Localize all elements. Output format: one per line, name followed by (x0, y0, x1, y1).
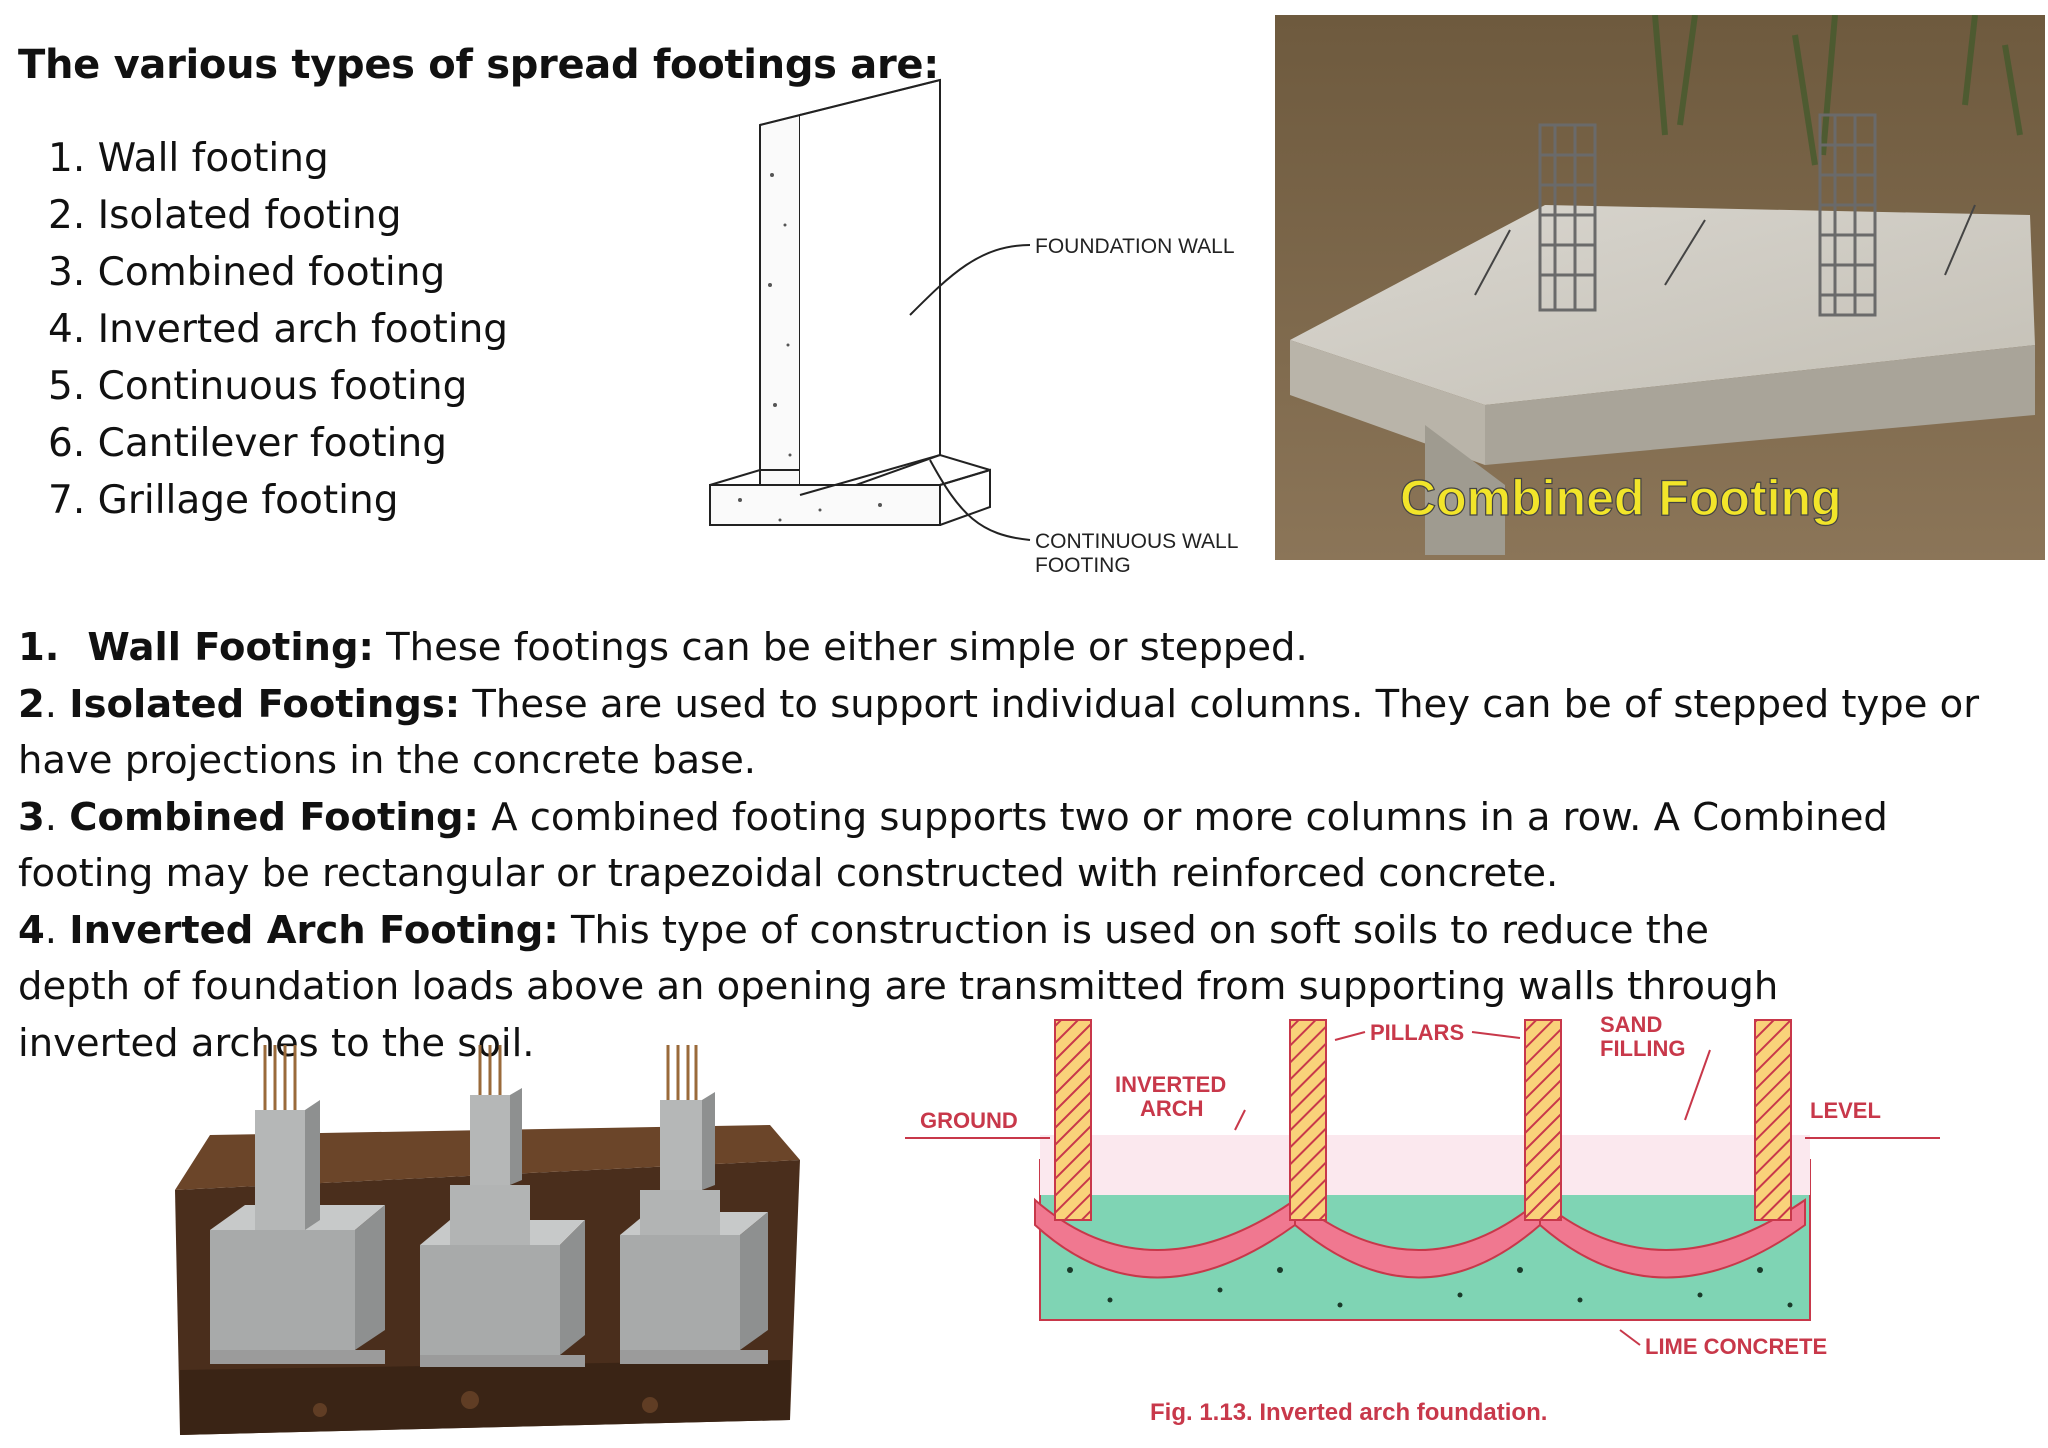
label-continuous-wall-footing: CONTINUOUS WALL (1035, 530, 1238, 553)
description-text: These are used to support individual col… (18, 681, 1980, 784)
figure-caption: Fig. 1.13. Inverted arch foundation. (1150, 1399, 1547, 1426)
label-inverted: INVERTED (1115, 1072, 1226, 1097)
footing-types-list: 1. Wall footing 2. Isolated footing 3. C… (48, 130, 508, 529)
label-footing: FOOTING (1035, 554, 1131, 577)
description-term: Inverted Arch Footing: (69, 907, 559, 953)
description-term: Combined Footing: (69, 794, 479, 840)
description-isolated-footing: 2. Isolated Footings: These are used to … (18, 681, 1980, 784)
list-item: 5. Continuous footing (48, 364, 468, 409)
label-filling: FILLING (1600, 1036, 1686, 1061)
label-level: LEVEL (1810, 1098, 1881, 1123)
description-text: A combined footing supports two or more … (18, 794, 1888, 897)
wall-footing-diagram: FOUNDATION WALL CONTINUOUS WALL FOOTING (709, 78, 1238, 577)
description-number: 2 (18, 681, 45, 727)
page-heading: The various types of spread footings are… (18, 42, 939, 88)
label-foundation-wall: FOUNDATION WALL (1035, 235, 1235, 258)
combined-footing-photo: Combined Footing (1275, 15, 2045, 560)
list-item: 7. Grillage footing (48, 478, 399, 523)
description-text: These footings can be either simple or s… (373, 625, 1308, 670)
description-number: 3 (18, 794, 45, 840)
descriptions: 1. Wall Footing: These footings can be ei… (18, 620, 2028, 1072)
inverted-arch-diagram: PILLARS SAND FILLING INVERTED ARCH GROUN… (905, 1012, 1940, 1426)
label-lime-concrete: LIME CONCRETE (1645, 1334, 1827, 1359)
isolated-footings-illustration (175, 1045, 800, 1435)
list-item: 1. Wall footing (48, 136, 329, 181)
description-term: Wall Footing: (87, 625, 374, 670)
list-item: 2. Isolated footing (48, 193, 402, 238)
label-ground: GROUND (920, 1108, 1018, 1133)
list-item: 4. Inverted arch footing (48, 307, 509, 352)
description-term: Isolated Footings: (69, 681, 461, 727)
description-number: 1. (18, 625, 60, 670)
description-inverted-arch-footing: 4. Inverted Arch Footing: This type of c… (18, 907, 1779, 1066)
description-combined-footing: 3. Combined Footing: A combined footing … (18, 794, 1888, 897)
description-text: This type of construction is used on sof… (18, 907, 1779, 1066)
photo-caption-combined-footing: Combined Footing (1400, 470, 1842, 526)
list-item: 3. Combined footing (48, 250, 446, 295)
description-wall-footing: 1. Wall Footing: These footings can be ei… (18, 620, 2028, 677)
label-sand: SAND (1600, 1012, 1662, 1037)
list-item: 6. Cantilever footing (48, 421, 447, 466)
label-arch: ARCH (1140, 1096, 1204, 1121)
description-number: 4 (18, 907, 45, 953)
label-pillars: PILLARS (1370, 1020, 1464, 1045)
